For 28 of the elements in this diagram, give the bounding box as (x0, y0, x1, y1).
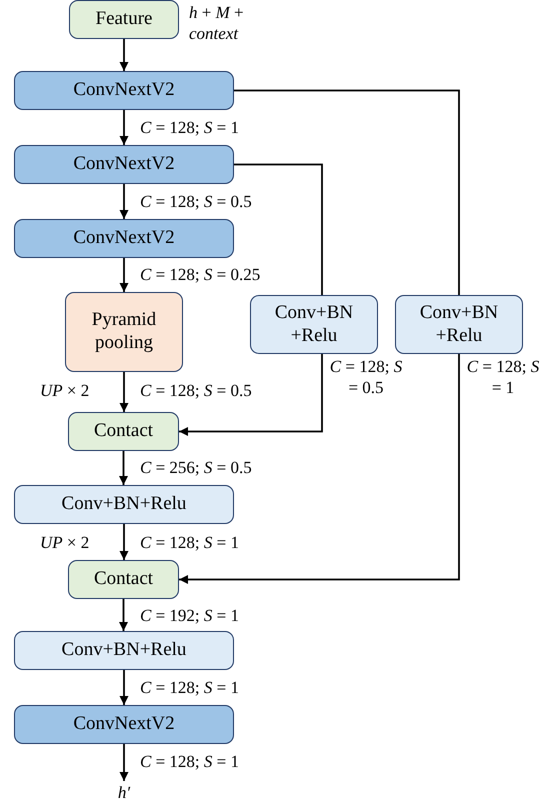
arrow (120, 670, 128, 705)
arrow (119, 599, 128, 631)
input-note: h + M + context (189, 2, 245, 44)
process-box: Conv+BN +Relu (395, 295, 523, 354)
arrow (120, 39, 128, 71)
process-box: Conv+BN+Relu (14, 631, 234, 670)
process-box: ConvNextV2 (14, 71, 234, 110)
arrow (179, 354, 460, 584)
arrow (120, 372, 128, 412)
process-box: ConvNextV2 (14, 219, 234, 258)
process-box: Contact (68, 560, 179, 599)
process-box: ConvNextV2 (14, 705, 234, 744)
upsample-label: UP × 2 (40, 532, 90, 554)
arrow (120, 524, 128, 560)
process-box: Pyramid pooling (65, 292, 183, 372)
process-box: Feature (69, 0, 179, 39)
upsample-label: UP × 2 (40, 380, 90, 402)
process-box: Conv+BN +Relu (250, 295, 378, 354)
arrow (120, 744, 128, 781)
arrow (179, 354, 323, 436)
process-box: ConvNextV2 (14, 145, 234, 184)
process-box: Contact (68, 412, 179, 451)
arrow (120, 184, 128, 219)
arrow (119, 451, 128, 485)
arrow (120, 258, 128, 292)
output-label: h′ (112, 781, 136, 805)
process-box: Conv+BN+Relu (14, 485, 234, 524)
arrow (120, 110, 128, 145)
